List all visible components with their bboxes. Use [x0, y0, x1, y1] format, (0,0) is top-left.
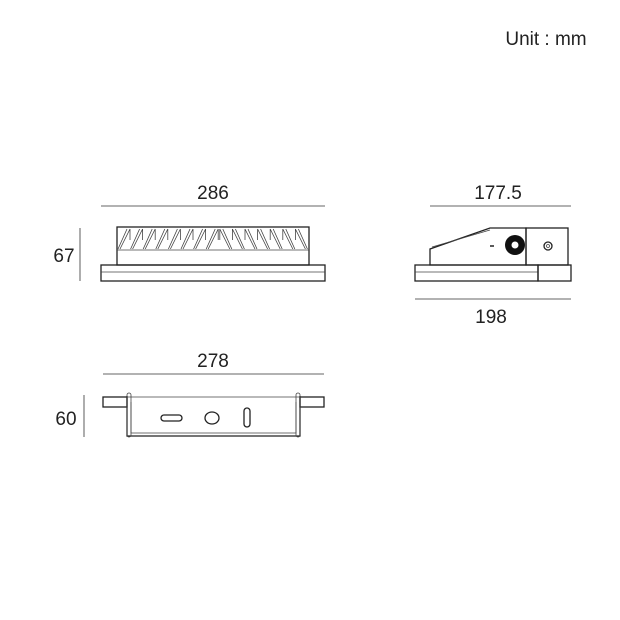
fin — [117, 228, 131, 250]
bracket — [126, 396, 301, 437]
bracket-width-label: 278 — [197, 351, 229, 372]
horizontal-slot — [160, 414, 183, 422]
fin — [205, 228, 219, 250]
fin — [219, 228, 233, 250]
bracket-height-label: 60 — [55, 409, 76, 430]
round-hole — [204, 411, 220, 425]
fin — [193, 228, 206, 250]
unit-label: Unit : mm — [505, 29, 586, 50]
side-view: 177.5 198 — [414, 183, 572, 328]
fin — [269, 228, 283, 250]
fin — [168, 228, 181, 250]
fin — [282, 228, 296, 250]
fin — [244, 228, 258, 250]
fin — [155, 228, 169, 250]
side-base — [414, 264, 539, 282]
bracket-view: 278 60 — [55, 351, 325, 438]
heatsink-fins — [117, 228, 308, 250]
fin — [180, 228, 194, 250]
front-view: 286 67 — [53, 183, 326, 282]
fin — [130, 228, 143, 250]
fin — [142, 228, 156, 250]
side-bottom-length-label: 198 — [475, 307, 507, 328]
front-height-label: 67 — [53, 246, 74, 267]
vertical-slot — [243, 407, 251, 428]
front-width-label: 286 — [197, 183, 229, 204]
fin — [295, 228, 308, 250]
side-top-length-label: 177.5 — [474, 183, 522, 204]
fin — [257, 228, 270, 250]
fin — [232, 228, 245, 250]
base-plate — [100, 264, 326, 282]
heatsink-body — [116, 226, 310, 266]
